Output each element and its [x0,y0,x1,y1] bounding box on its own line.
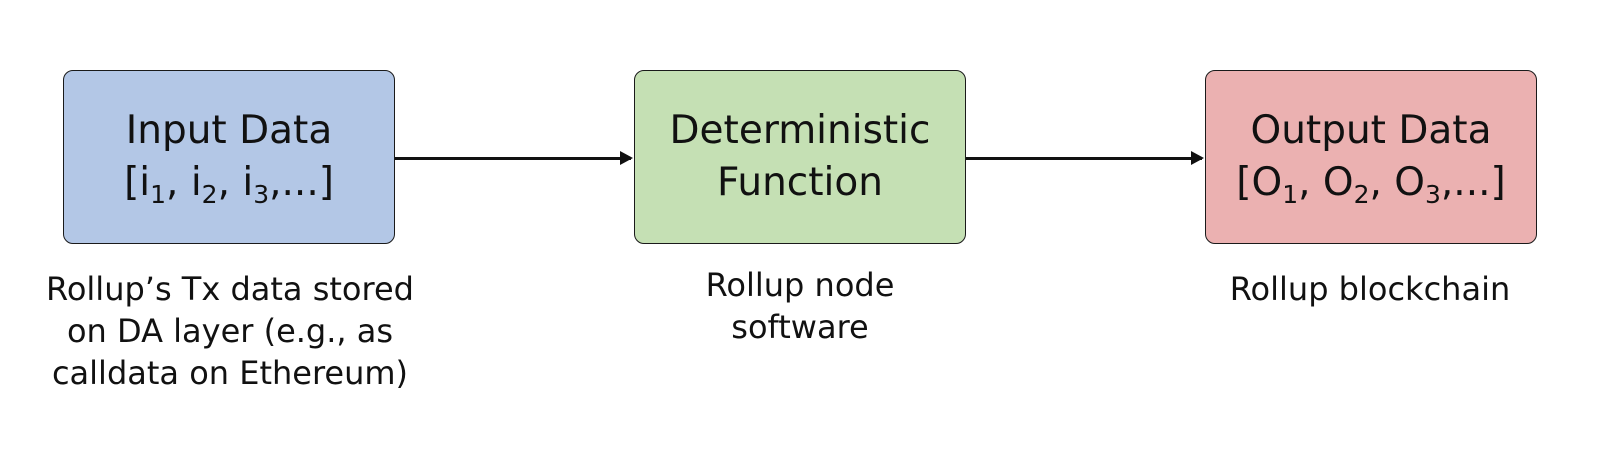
input-data-list: [i1, i2, i3,...] [124,160,334,209]
output-caption-line: Rollup blockchain [1229,270,1511,308]
input-data-title: Input Data [125,108,333,153]
function-caption-line: Rollup node [705,266,895,304]
output-caption: Rollup blockchain [1170,268,1570,310]
output-data-title: Output Data [1250,108,1492,153]
function-caption: Rollup node software [650,264,950,348]
function-title-line-1: Deterministic [669,108,931,153]
output-data-box: Output Data [O1, O2, O3,...] [1205,70,1537,244]
arrow-input-to-function [395,152,633,164]
arrow-function-to-output [966,152,1204,164]
input-caption-line: on DA layer (e.g., as [66,312,394,350]
deterministic-function-box: Deterministic Function [634,70,966,244]
output-data-list: [O1, O2, O3,...] [1236,160,1506,209]
function-caption-line: software [731,308,869,346]
input-caption-line: Rollup’s Tx data stored [46,270,414,308]
input-data-box: Input Data [i1, i2, i3,...] [63,70,395,244]
function-title-line-2: Function [717,160,883,205]
input-caption-line: calldata on Ethereum) [51,354,409,392]
input-caption: Rollup’s Tx data stored on DA layer (e.g… [20,268,440,394]
